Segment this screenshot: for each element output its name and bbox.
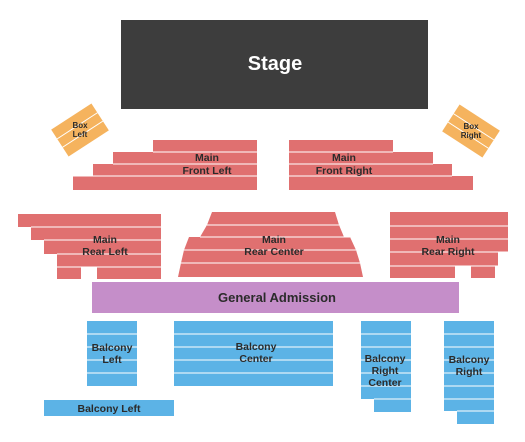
box-right-label-line1: Box [463, 122, 479, 131]
main-rear-left-label-line2: Rear Left [82, 246, 128, 258]
section-balcony-center[interactable]: Balcony Center [174, 321, 333, 386]
section-main-front-right[interactable]: Main Front Right [289, 140, 473, 190]
main-front-right-label-line1: Main [332, 152, 356, 164]
section-balcony-left-row[interactable]: Balcony Left [44, 400, 174, 416]
section-box-left[interactable]: Box Left [51, 103, 109, 157]
section-balcony-left[interactable]: Balcony Left [87, 321, 137, 386]
main-rear-right-label-line1: Main [436, 234, 460, 246]
section-main-rear-left[interactable]: Main Rear Left [18, 214, 161, 279]
section-box-right[interactable]: Box Right [442, 104, 500, 158]
stage-block [121, 20, 428, 109]
main-front-right-label-line2: Front Right [316, 165, 373, 177]
balcony-left-label-line1: Balcony [92, 342, 133, 354]
balcony-right-center-label-line3: Center [368, 377, 401, 389]
balcony-center-label-line2: Center [239, 353, 272, 365]
main-rear-center-label-line1: Main [262, 234, 286, 246]
main-rear-center-label-line2: Rear Center [244, 246, 304, 258]
box-left-label-line2: Left [73, 130, 88, 139]
stage: Stage [121, 20, 428, 109]
general-admission-label: General Admission [218, 290, 336, 305]
section-general-admission[interactable]: General Admission [92, 282, 459, 313]
balcony-left-label-line2: Left [102, 354, 122, 366]
stage-label: Stage [248, 53, 302, 75]
balcony-left-row-label: Balcony Left [77, 403, 141, 415]
section-main-rear-center[interactable]: Main Rear Center [178, 212, 363, 277]
section-main-front-left[interactable]: Main Front Left [73, 140, 257, 190]
box-right-label-line2: Right [461, 131, 482, 140]
balcony-right-center-label-line1: Balcony [365, 353, 406, 365]
main-front-left-label-line1: Main [195, 152, 219, 164]
balcony-center-label-line1: Balcony [236, 341, 277, 353]
main-rear-left-label-line1: Main [93, 234, 117, 246]
main-rear-right-label-line2: Rear Right [421, 246, 475, 258]
box-left-label-line1: Box [72, 121, 88, 130]
balcony-right-label-line2: Right [456, 366, 483, 378]
balcony-right-center-label-line2: Right [372, 365, 399, 377]
section-balcony-right[interactable]: Balcony Right [444, 321, 494, 424]
balcony-right-label-line1: Balcony [449, 354, 490, 366]
section-balcony-right-center[interactable]: Balcony Right Center [361, 321, 411, 412]
main-front-left-label-line2: Front Left [183, 165, 232, 177]
section-main-rear-right[interactable]: Main Rear Right [390, 212, 508, 278]
